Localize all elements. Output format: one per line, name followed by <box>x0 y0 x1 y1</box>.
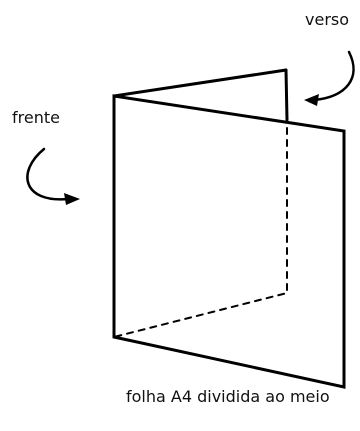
caption: folha A4 dividida ao meio <box>126 387 330 406</box>
back-panel-hidden-edge <box>113 127 288 338</box>
frente-arrow-curve <box>26 147 70 201</box>
frente-arrow-head <box>64 193 80 205</box>
back-panel <box>112 68 289 338</box>
verso-arrow-head <box>304 94 319 106</box>
verso-label: verso <box>305 10 350 29</box>
frente-label: frente <box>12 108 60 127</box>
front-panel <box>112 94 346 389</box>
front-panel-outline <box>112 94 346 389</box>
back-panel-right-edge <box>284 68 289 122</box>
frente-arrow <box>26 147 80 205</box>
back-panel-top-edge <box>112 68 288 98</box>
verso-arrow <box>304 50 355 106</box>
verso-arrow-curve <box>312 50 355 102</box>
